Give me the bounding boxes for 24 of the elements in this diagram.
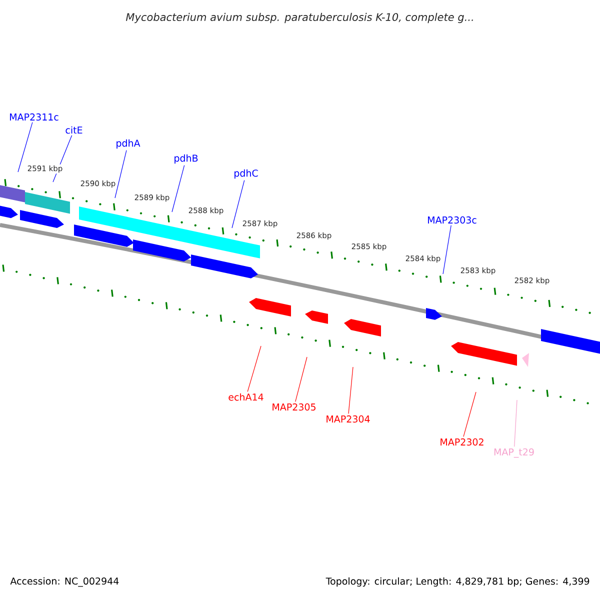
leader-line [442, 225, 452, 274]
accession-label: Accession: NC_002944 [10, 577, 119, 587]
gene-label: echA14 [228, 393, 264, 401]
leader-line [463, 392, 476, 437]
gene-label: pdhB [174, 154, 198, 164]
leader-line [172, 165, 185, 212]
leader-line [247, 346, 262, 392]
gene-label: MAP2303c [428, 216, 476, 224]
gene-label: MAP_t29 [494, 448, 534, 458]
gene-label: pdhC [234, 169, 258, 179]
leader-line [114, 150, 127, 198]
gene-label: citE [66, 126, 82, 134]
genome-info-label: Topology: circular; Length: 4,829,781 bp; Genes: 4,399 [326, 577, 590, 587]
leader-line [295, 356, 308, 402]
gene-label: MAP2305 [272, 403, 316, 411]
title: Mycobacterium avium subsp. paratuberculosis K-10, complete g... [126, 12, 473, 24]
leader-line [514, 400, 518, 447]
leader-line [232, 180, 245, 228]
gene-label: MAP2311c [10, 113, 58, 121]
gene-label: MAP2302 [440, 438, 484, 446]
leader-line [18, 122, 33, 172]
gene-label: pdhA [116, 139, 140, 149]
gene-label: MAP2304 [326, 415, 370, 423]
leader-line [348, 366, 354, 414]
